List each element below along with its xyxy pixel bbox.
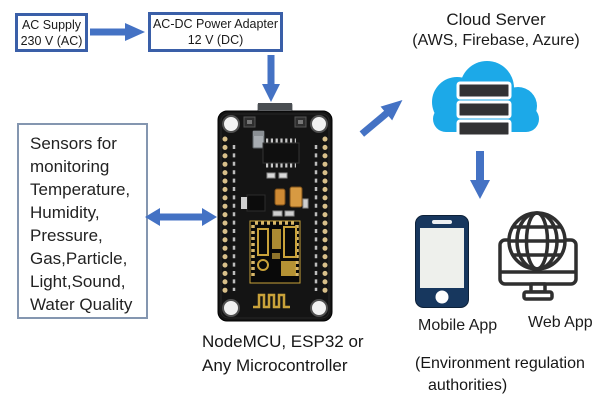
- power-adapter-line1: AC-DC Power Adapter: [152, 17, 279, 31]
- ac-supply-line1: AC Supply: [21, 17, 82, 32]
- nodemcu-board-photo: [217, 103, 333, 322]
- sensors-line: Gas,Particle,: [30, 249, 128, 268]
- web-app-label: Web App: [528, 314, 593, 331]
- ac-supply-box: AC Supply 230 V (AC): [15, 13, 88, 52]
- cloud-title: Cloud Server: [446, 10, 546, 29]
- arrow-down-icon: [262, 55, 280, 102]
- sensors-line: Temperature,: [30, 180, 131, 199]
- monitor-with-globe-icon: [498, 211, 578, 301]
- sensors-line: Water Quality: [30, 295, 133, 314]
- mcu-caption-line2: Any Microcontroller: [202, 356, 348, 375]
- cloud-with-server-stack-icon: [432, 61, 539, 138]
- audience-text: (Environment regulation authorities): [415, 353, 616, 397]
- mcu-caption-line1: NodeMCU, ESP32 or: [202, 332, 364, 351]
- sensors-line: monitoring: [30, 157, 110, 176]
- arrow-right-icon: [90, 23, 145, 41]
- cloud-subtitle: (AWS, Firebase, Azure): [412, 32, 580, 49]
- sensors-line: Light,Sound,: [30, 272, 126, 291]
- audience-line1: (Environment regulation: [415, 355, 585, 372]
- mobile-app-label: Mobile App: [418, 317, 498, 334]
- mcu-caption: NodeMCU, ESP32 or Any Microcontroller: [202, 330, 372, 378]
- ac-supply-line2: 230 V (AC): [20, 33, 83, 48]
- sensors-line: Sensors for: [30, 134, 117, 153]
- cloud-heading: Cloud Server (AWS, Firebase, Azure): [378, 9, 614, 51]
- power-adapter-box: AC-DC Power Adapter 12 V (DC): [148, 12, 283, 52]
- smartphone-icon: [415, 215, 469, 308]
- sensors-box: Sensors for monitoring Temperature, Humi…: [17, 123, 148, 319]
- sensors-line: Humidity,: [30, 203, 100, 222]
- audience-line2: authorities): [428, 377, 508, 394]
- arrow-double-horizontal-icon: [145, 208, 217, 226]
- sensors-line: Pressure,: [30, 226, 103, 245]
- arrow-down-icon: [470, 151, 490, 199]
- arrow-diagonal-up-right-icon: [359, 100, 403, 137]
- power-adapter-line2: 12 V (DC): [187, 33, 244, 47]
